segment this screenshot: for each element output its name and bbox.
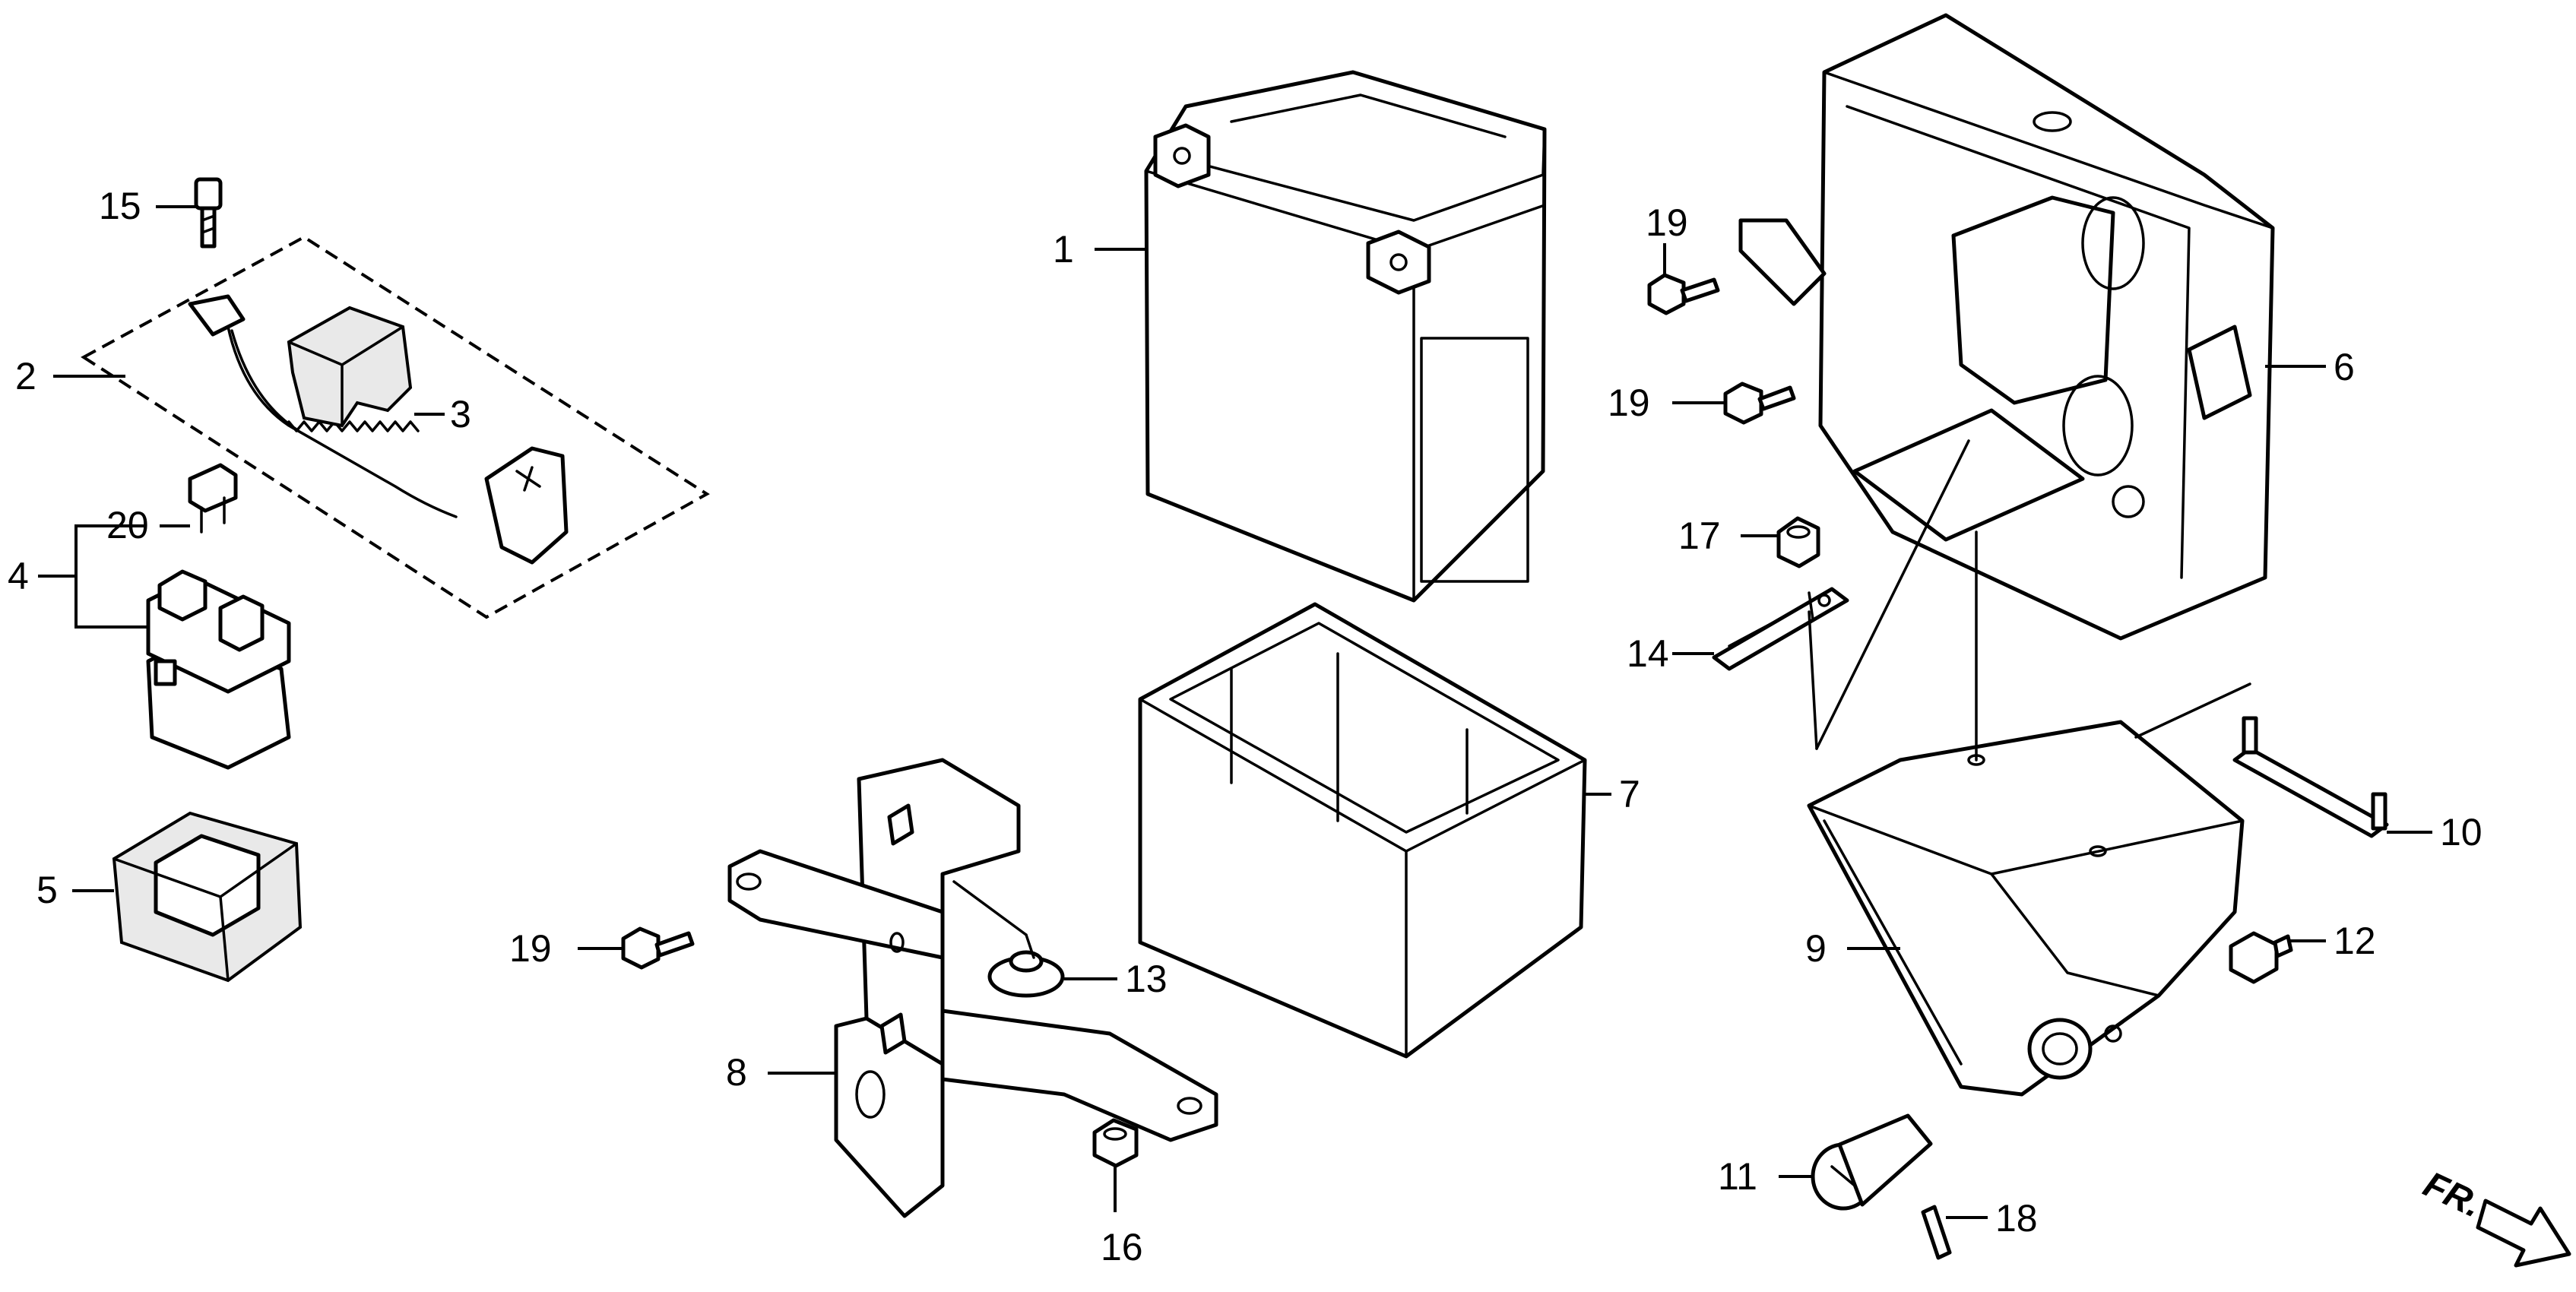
fuse-20 xyxy=(188,463,238,534)
front-direction-indicator: FR. xyxy=(2417,1164,2571,1268)
callout-20: 20 xyxy=(106,504,149,546)
clip-14 xyxy=(1712,587,1849,671)
pin-18 xyxy=(1921,1205,1952,1260)
harness-coil xyxy=(287,420,420,432)
callout-18: 18 xyxy=(1995,1197,2038,1240)
bolt-19-middle xyxy=(1723,382,1796,425)
callout-2: 2 xyxy=(15,355,36,397)
battery-1 xyxy=(1144,70,1547,603)
grommet-13 xyxy=(987,950,1065,998)
callout-17: 17 xyxy=(1678,515,1721,557)
battery-box-6 xyxy=(1738,13,2275,641)
callout-19-lower: 19 xyxy=(509,927,552,970)
starter-relay-4 xyxy=(146,569,291,770)
callout-8: 8 xyxy=(726,1051,747,1094)
battery-case-7 xyxy=(1138,602,1587,1059)
front-arrow-icon xyxy=(2476,1199,2571,1268)
rubber-cap-3 xyxy=(287,306,413,428)
callout-11: 11 xyxy=(1718,1155,1757,1198)
callout-4: 4 xyxy=(8,555,29,597)
callout-labels: 1 2 3 4 5 6 7 8 9 10 11 12 13 14 15 16 1… xyxy=(8,185,2483,1268)
harness-assembly-2 xyxy=(81,235,710,619)
callout-12: 12 xyxy=(2334,920,2376,962)
callout-14: 14 xyxy=(1627,632,1669,675)
bracket-8 xyxy=(727,758,1218,1218)
callout-15: 15 xyxy=(99,185,141,227)
callout-13: 13 xyxy=(1125,958,1168,1000)
callout-1: 1 xyxy=(1053,228,1074,271)
nut-17 xyxy=(1776,516,1820,568)
cover-9 xyxy=(1807,720,2245,1097)
callout-3: 3 xyxy=(450,393,471,435)
nut-16 xyxy=(1092,1118,1139,1168)
callout-9: 9 xyxy=(1805,927,1827,970)
battery-terminal-positive xyxy=(1366,230,1431,295)
callout-10: 10 xyxy=(2440,811,2483,853)
screw-15 xyxy=(194,177,223,249)
callout-7: 7 xyxy=(1619,773,1640,815)
leader-lines xyxy=(38,205,2432,1219)
bolt-19-lower xyxy=(621,926,695,970)
front-direction-label: FR. xyxy=(2417,1164,2487,1226)
screw-12 xyxy=(2229,931,2293,984)
strap-10 xyxy=(2232,716,2389,838)
battery-terminal-negative xyxy=(1153,123,1211,188)
relay-holder-5 xyxy=(112,811,303,983)
callout-19-middle: 19 xyxy=(1608,382,1650,424)
callout-6: 6 xyxy=(2334,346,2355,388)
callout-19-upper: 19 xyxy=(1646,201,1688,244)
callout-5: 5 xyxy=(36,869,58,911)
callout-16: 16 xyxy=(1101,1226,1143,1268)
bolt-19-upper xyxy=(1647,273,1720,315)
lock-cylinder-11 xyxy=(1811,1113,1933,1211)
